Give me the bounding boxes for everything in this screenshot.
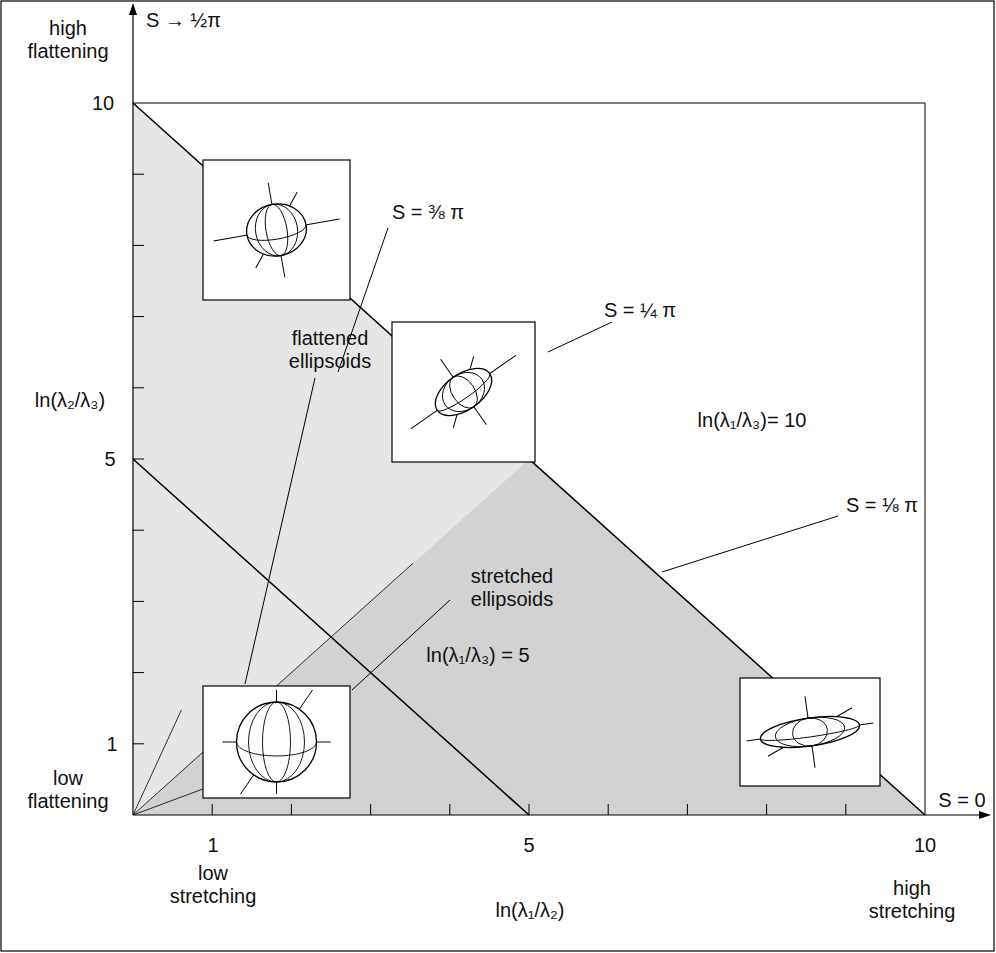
leader-line [245,378,315,684]
axis-note: low stretching [158,862,268,908]
x-tick [687,804,688,815]
y-axis [132,8,133,815]
x-tick [212,804,213,815]
axis-arrowhead [979,811,991,819]
y-tick [133,245,144,246]
oblate-ellipsoid-inset [388,322,539,462]
x-tick [370,804,371,815]
y-tick [133,530,144,531]
y-tick [133,601,144,602]
iso-line [133,459,529,815]
y-tick [133,174,144,175]
leader-line [662,516,838,572]
axis-note: ln(λ₁/λ₃) = 5 [426,644,529,667]
y-tick [133,672,144,673]
x-tick [608,804,609,815]
iso-line [133,103,925,815]
axis-note: flattened ellipsoids [270,327,390,373]
tick-label: 10 [914,834,936,857]
axis-note: S = ⅜ π [392,201,464,224]
axis-note: high stretching [857,877,967,923]
s-ray [133,710,181,815]
sphere-inset [203,686,350,798]
tick-label: 5 [104,448,115,471]
x-axis [133,814,985,815]
axis-note: stretched ellipsoids [452,565,572,611]
y-tick [133,316,144,317]
s-ray [133,563,413,815]
axis-note: S = ¼ π [604,299,676,322]
tick-label: 10 [92,92,114,115]
y-tick [133,743,144,744]
x-tick [766,804,767,815]
x-tick [845,804,846,815]
axis-note: S = 0 [938,789,985,812]
y-tick [133,459,144,460]
axis-note: ln(λ₁/λ₂) [496,899,565,922]
y-tick [133,387,144,388]
leader-line [548,322,612,352]
x-tick [291,804,292,815]
axis-note: low flattening [13,767,123,813]
tick-label: 1 [207,834,218,857]
axis-arrowhead [129,3,137,15]
tick-label: 5 [523,834,534,857]
x-tick [449,804,450,815]
axis-note: S = ⅛ π [846,494,918,517]
flattened-ellipsoid-inset [203,160,350,300]
axis-note: S → ½π [146,9,221,32]
stretched-ellipsoid-inset [740,678,880,786]
axis-note: ln(λ₂/λ₃) [35,389,105,412]
axis-note: ln(λ₁/λ₃)= 10 [698,409,807,432]
tick-label: 1 [106,733,117,756]
stretched-region [133,459,925,815]
x-tick [529,804,530,815]
plot-frame [133,103,925,815]
axis-note: high flattening [13,17,123,63]
